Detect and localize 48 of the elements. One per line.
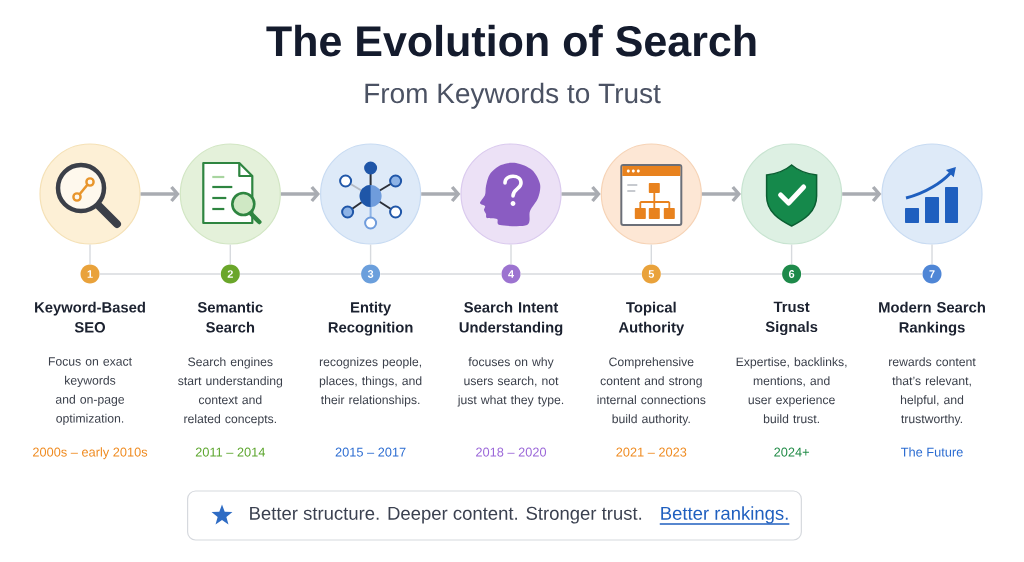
year-range: 2024+ bbox=[774, 447, 809, 457]
magnifier-icon bbox=[39, 143, 141, 245]
year-range: 2015 – 2017 bbox=[335, 447, 406, 457]
step-description: recognizes people, places, things, and their relationships. bbox=[319, 357, 422, 407]
step-title: Trust Signals bbox=[765, 301, 818, 335]
step-title: Search Intent Understanding bbox=[459, 301, 563, 336]
step-description: Expertise, backlinks, mentions, and user experience build trust. bbox=[736, 357, 847, 424]
step-title: Topical Authority bbox=[618, 301, 685, 336]
arrow bbox=[421, 185, 461, 203]
arrow bbox=[561, 185, 601, 203]
network-icon bbox=[320, 143, 422, 245]
year-range: The Future bbox=[901, 447, 963, 457]
connector-line bbox=[790, 243, 793, 265]
step-title: Entity Recognition bbox=[328, 301, 413, 336]
step-title: Keyword-Based SEO bbox=[35, 301, 145, 333]
step-description: Comprehensive content and strong internal connections build authority. bbox=[597, 357, 706, 426]
step-description: rewards content that’s relevant, helpful, and trustworthy. bbox=[889, 357, 976, 426]
banner-box: Better structure. Deeper content. Stronger trust. Better rankings. bbox=[187, 490, 802, 541]
arrow bbox=[701, 185, 741, 203]
step-title: Modern Search Rankings bbox=[879, 301, 985, 336]
number-badge: 5 bbox=[641, 264, 661, 284]
document-search-icon bbox=[179, 143, 281, 245]
connector-line bbox=[369, 243, 372, 265]
year-range: 2011 – 2014 bbox=[195, 447, 265, 457]
arrow bbox=[140, 185, 180, 203]
number-badge: 6 bbox=[782, 264, 802, 284]
year-range: 2018 – 2020 bbox=[476, 447, 547, 457]
number-badge: 1 bbox=[80, 264, 100, 284]
arrow bbox=[842, 185, 882, 203]
step-description: Search engines start understanding context and related concepts. bbox=[178, 357, 283, 426]
step-description: Focus on exact keywords and on-page optimization. bbox=[48, 357, 132, 426]
step-description: focuses on why users search, not just what they type. bbox=[457, 357, 564, 407]
shield-check-icon bbox=[741, 143, 843, 245]
number-badge: 3 bbox=[361, 264, 381, 284]
bar-chart-icon bbox=[881, 143, 983, 245]
year-range: 2021 – 2023 bbox=[616, 447, 687, 457]
title: The Evolution of Search bbox=[266, 24, 756, 57]
head-question-icon bbox=[460, 143, 562, 245]
connector-line bbox=[229, 243, 231, 265]
connector-line bbox=[650, 243, 652, 265]
number-badge: 7 bbox=[922, 264, 942, 284]
number-badge: 4 bbox=[501, 264, 521, 284]
arrow bbox=[280, 185, 320, 203]
year-range: 2000s – early 2010s bbox=[33, 447, 148, 460]
subtitle: From Keywords to Trust bbox=[365, 82, 661, 109]
sitemap-icon bbox=[600, 143, 702, 245]
number-badge: 2 bbox=[220, 264, 240, 284]
step-title: Semantic Search bbox=[197, 301, 263, 333]
